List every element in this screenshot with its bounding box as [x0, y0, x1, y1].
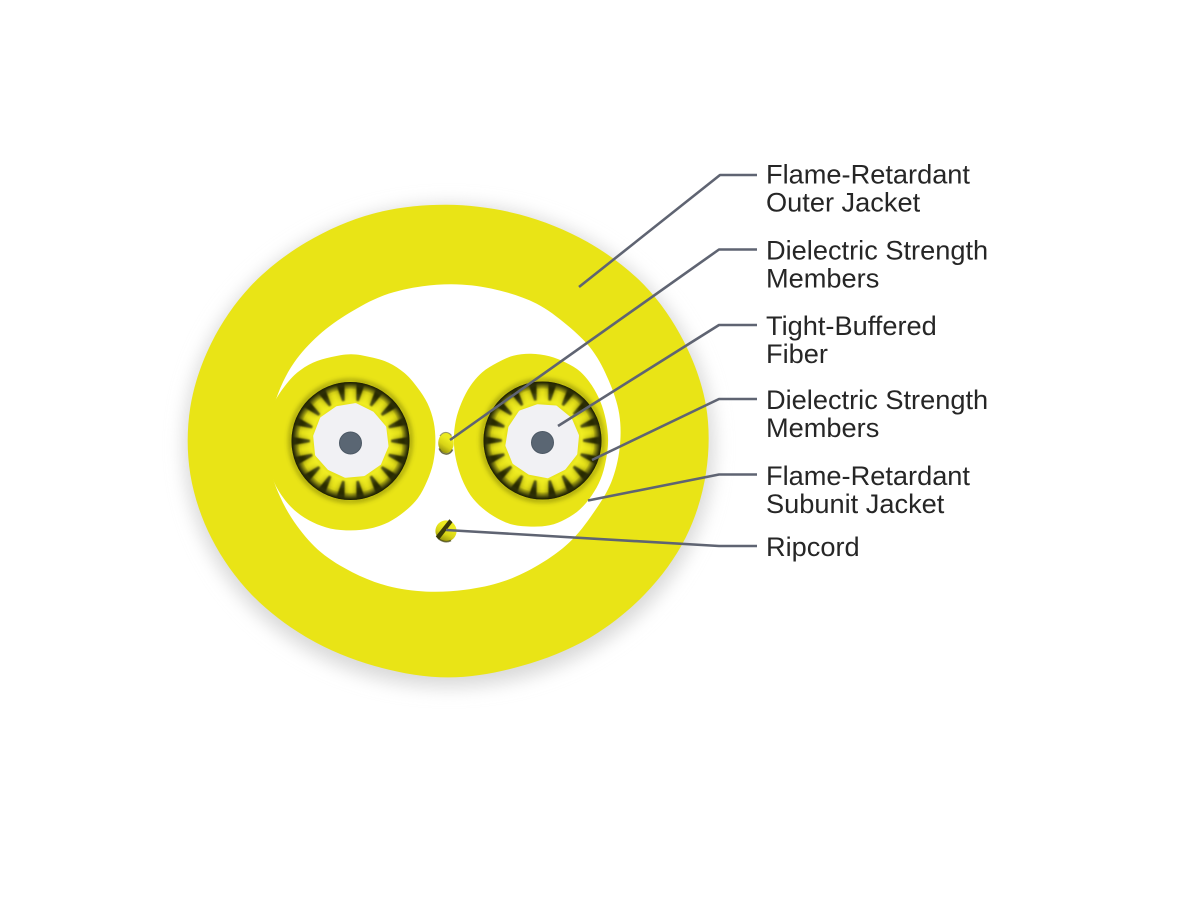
svg-text:Dielectric Strength: Dielectric Strength [766, 235, 988, 266]
svg-text:Flame-Retardant: Flame-Retardant [766, 460, 970, 491]
svg-text:Outer Jacket: Outer Jacket [766, 187, 921, 218]
svg-text:Members: Members [766, 412, 879, 443]
svg-text:Subunit Jacket: Subunit Jacket [766, 488, 945, 519]
svg-text:Fiber: Fiber [766, 338, 828, 369]
svg-text:Dielectric Strength: Dielectric Strength [766, 384, 988, 415]
svg-text:Flame-Retardant: Flame-Retardant [766, 159, 970, 190]
svg-text:Members: Members [766, 263, 879, 294]
svg-text:Tight-Buffered: Tight-Buffered [766, 310, 937, 341]
svg-text:Ripcord: Ripcord [766, 531, 860, 562]
